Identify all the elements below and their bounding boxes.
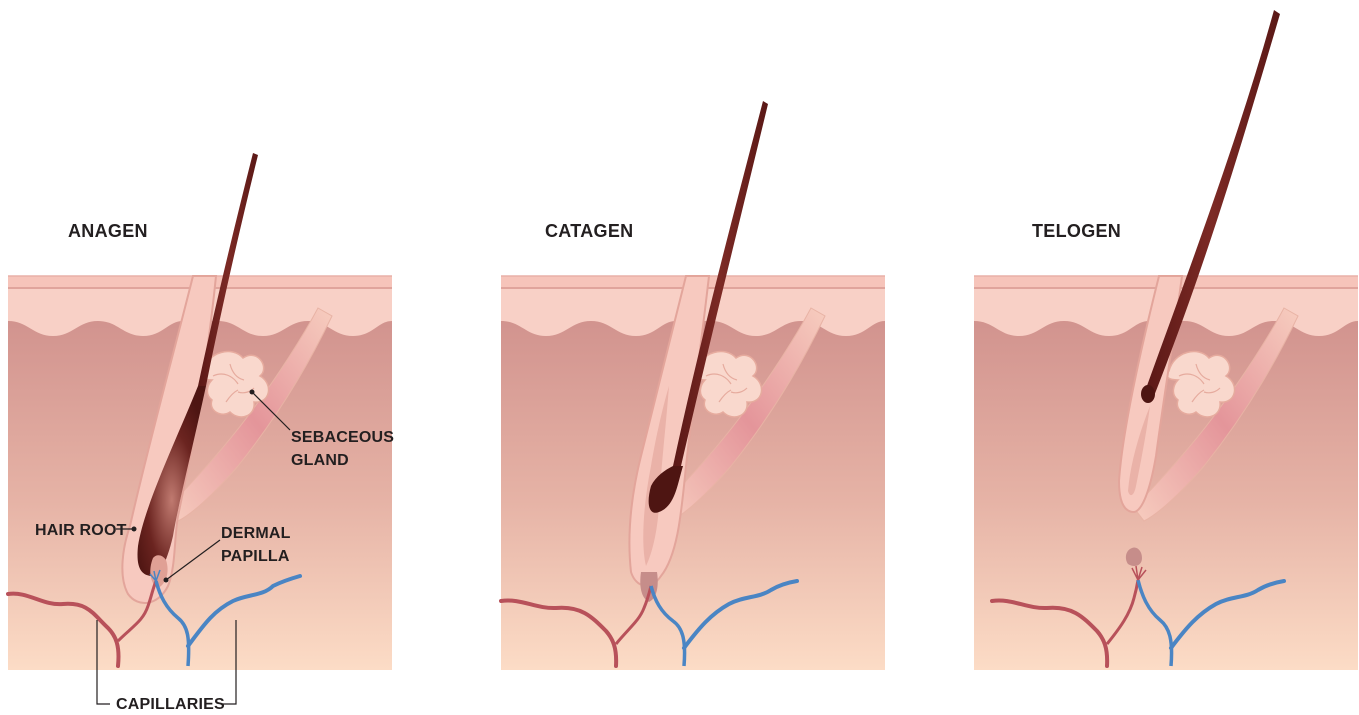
dermal-papilla-label-2: PAPILLA [221,548,290,565]
sebaceous-gland-label-2: GLAND [291,452,349,469]
telogen-panel: TELOGEN [974,10,1358,670]
anagen-panel: ANAGEN SEBACEOUS GLAND HAIR ROOT [8,153,394,713]
dermal-papilla-label-1: DERMAL [221,525,291,542]
stage-title-catagen: CATAGEN [545,221,633,241]
sebaceous-gland-label-1: SEBACEOUS [291,429,394,446]
catagen-panel: CATAGEN [501,101,885,670]
stage-title-anagen: ANAGEN [68,221,148,241]
stage-title-telogen: TELOGEN [1032,221,1121,241]
hair-root-label: HAIR ROOT [35,522,127,539]
capillaries-label: CAPILLARIES [116,696,225,713]
